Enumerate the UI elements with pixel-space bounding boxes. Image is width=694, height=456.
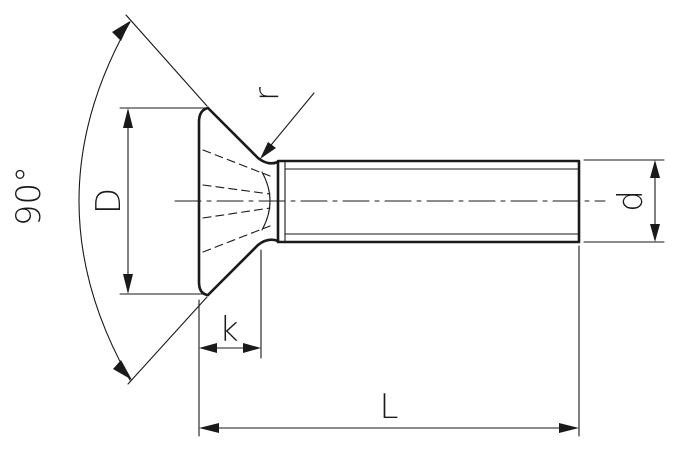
- head-height-dimension: [198, 249, 262, 437]
- length-label: L: [380, 387, 399, 427]
- thread-diameter-label: d: [611, 190, 651, 212]
- head-recess: [202, 149, 271, 253]
- head-height-label: k: [219, 310, 239, 350]
- screw-shank: [276, 159, 581, 244]
- thread-diameter-dimension: [583, 159, 665, 243]
- radius-label: r: [247, 87, 287, 101]
- length-dimension: [199, 245, 580, 437]
- angle-label: 90°: [9, 166, 49, 226]
- screw-head: [197, 106, 280, 297]
- angle-dimension: [78, 14, 208, 385]
- head-diameter-dimension: [119, 107, 206, 295]
- radius-leader: [260, 92, 315, 159]
- head-diameter-label: D: [89, 188, 129, 214]
